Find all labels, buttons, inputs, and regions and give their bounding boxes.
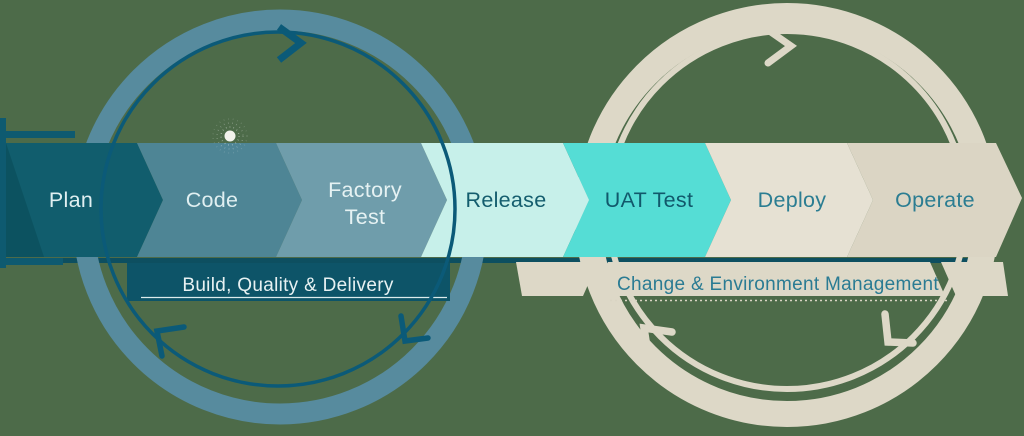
- left-band-background: [127, 263, 450, 301]
- right-band-segment-center: [593, 262, 945, 296]
- dot-core: [224, 130, 236, 142]
- stage-chevron-plan: [6, 143, 163, 257]
- right-loop-bottom-left-arrow-icon: [639, 323, 676, 358]
- right-band-segment-right: [941, 262, 1008, 296]
- left-band-label: Build, Quality & Delivery: [182, 275, 393, 296]
- plan-fold-accent: [6, 143, 44, 257]
- stage-chevron-operate: [847, 143, 1022, 257]
- left-swoosh-circle: [99, 30, 457, 388]
- stage-label-factory: Factory: [328, 178, 402, 202]
- change-environment-band: Change & Environment Management: [516, 262, 1008, 302]
- left-loop-top-arrow-icon: [276, 24, 307, 63]
- bracket-top-tick: [0, 131, 75, 138]
- left-loop-bottom-right-arrow-icon: [398, 313, 431, 345]
- bracket-bottom-tick: [0, 258, 63, 265]
- left-loop-swoosh: [99, 24, 457, 388]
- dot-halo-ring-2: [216, 122, 244, 150]
- stage-chevron-factory-test: [276, 143, 447, 257]
- left-loop-bottom-left-arrow-icon: [153, 324, 187, 359]
- stage-chevron-uat-test: [563, 143, 731, 257]
- stage-chevron-code: [137, 143, 302, 257]
- stage-label-factory-test-line2: Test: [345, 205, 386, 229]
- right-band-segment-left: [516, 262, 598, 296]
- stage-label-deploy: Deploy: [758, 188, 827, 212]
- dot-halo-ring-3: [212, 118, 248, 154]
- stage-chevron-release: [421, 143, 589, 257]
- stage-labels: Plan Code Factory Test Release UAT Test …: [49, 178, 975, 229]
- dot-halo-ring-1: [220, 126, 240, 146]
- build-quality-delivery-band: Build, Quality & Delivery: [127, 263, 450, 301]
- stage-label-release: Release: [466, 188, 547, 212]
- right-loop-bottom-right-arrow-icon: [881, 310, 917, 347]
- highlight-dot: [212, 118, 248, 154]
- stage-label-plan: Plan: [49, 188, 93, 212]
- bracket-vertical-bar: [0, 118, 6, 268]
- stage-label-code: Code: [186, 188, 239, 212]
- baseline-bar: [5, 258, 990, 263]
- stage-label-uat-test: UAT Test: [605, 188, 693, 212]
- right-band-label: Change & Environment Management: [617, 274, 939, 295]
- right-loop-top-arrow-icon: [764, 26, 798, 67]
- stage-chevron-deploy: [705, 143, 873, 257]
- pipeline-band: [6, 143, 1022, 257]
- feedback-bracket: [0, 118, 75, 268]
- stage-label-operate: Operate: [895, 188, 975, 212]
